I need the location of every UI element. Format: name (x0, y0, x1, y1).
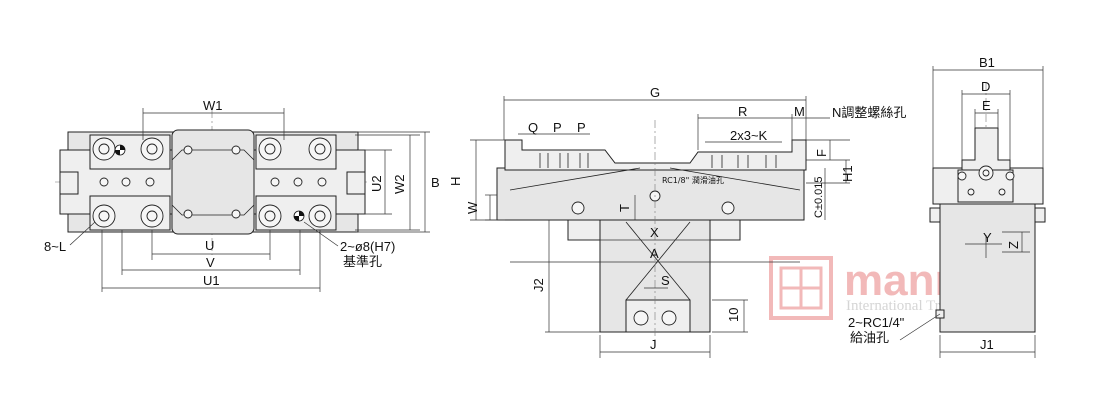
dim-j2: J2 (531, 278, 546, 292)
callout-ref-holes-note: 基準孔 (343, 254, 382, 269)
dim-s: S (661, 273, 670, 288)
dim-k: 2x3~K (730, 128, 768, 143)
dim-r: R (738, 104, 747, 119)
dim-c: C±0.015 (813, 176, 825, 218)
dim-m: M (794, 104, 805, 119)
front-center-block (171, 129, 255, 235)
dim-j: J (650, 337, 657, 352)
dim-w2: W2 (392, 175, 407, 195)
dim-y: Y (983, 230, 992, 245)
dim-f: F (814, 149, 829, 157)
callout-oil-supply-note: 給油孔 (850, 330, 889, 345)
side-upper-rail (504, 139, 807, 171)
dim-z: Z (1006, 241, 1021, 249)
dim-a: A (650, 246, 659, 261)
side-view: G Q P P R M 2x3~K N調整螺絲孔 H W T RC1/8" 潤滑… (448, 85, 906, 358)
dim-x: X (650, 225, 659, 240)
dim-h1: H1 (840, 165, 855, 182)
dim-q: Q (528, 120, 538, 135)
dim-p2: P (577, 120, 586, 135)
dim-g: G (650, 85, 660, 100)
dim-10: 10 (726, 308, 741, 322)
dim-d: D (981, 79, 990, 94)
dim-h: H (448, 177, 463, 186)
dim-v: V (206, 255, 215, 270)
front-view: W1 U2 W2 B U V U1 8~L 2~ø8(H7) 基準孔 (44, 98, 440, 292)
dim-w: W (465, 201, 480, 214)
callout-lube: RC1/8" 潤滑油孔 (662, 175, 724, 185)
reference-pin-icon (114, 144, 305, 222)
dim-e: E (982, 98, 991, 113)
dim-j1: J1 (980, 337, 994, 352)
dim-b: B (431, 175, 440, 190)
dim-u2: U2 (369, 175, 384, 192)
end-lower-block (939, 203, 1036, 333)
callout-ref-holes: 2~ø8(H7) (340, 239, 395, 254)
dim-u: U (205, 238, 214, 253)
dim-t: T (617, 204, 632, 212)
callout-oil-supply: 2~RC1/4" (848, 315, 905, 330)
dim-u1: U1 (203, 273, 220, 288)
callout-holes-l: 8~L (44, 239, 66, 254)
dim-w1: W1 (203, 98, 223, 113)
watermark-logo-icon (769, 256, 833, 320)
end-view: B1 D E Y Z J1 2~RC1/4" 給油孔 (848, 55, 1046, 358)
dim-b1: B1 (979, 55, 995, 70)
dim-p1: P (553, 120, 562, 135)
callout-n-screw: N調整螺絲孔 (832, 105, 906, 120)
